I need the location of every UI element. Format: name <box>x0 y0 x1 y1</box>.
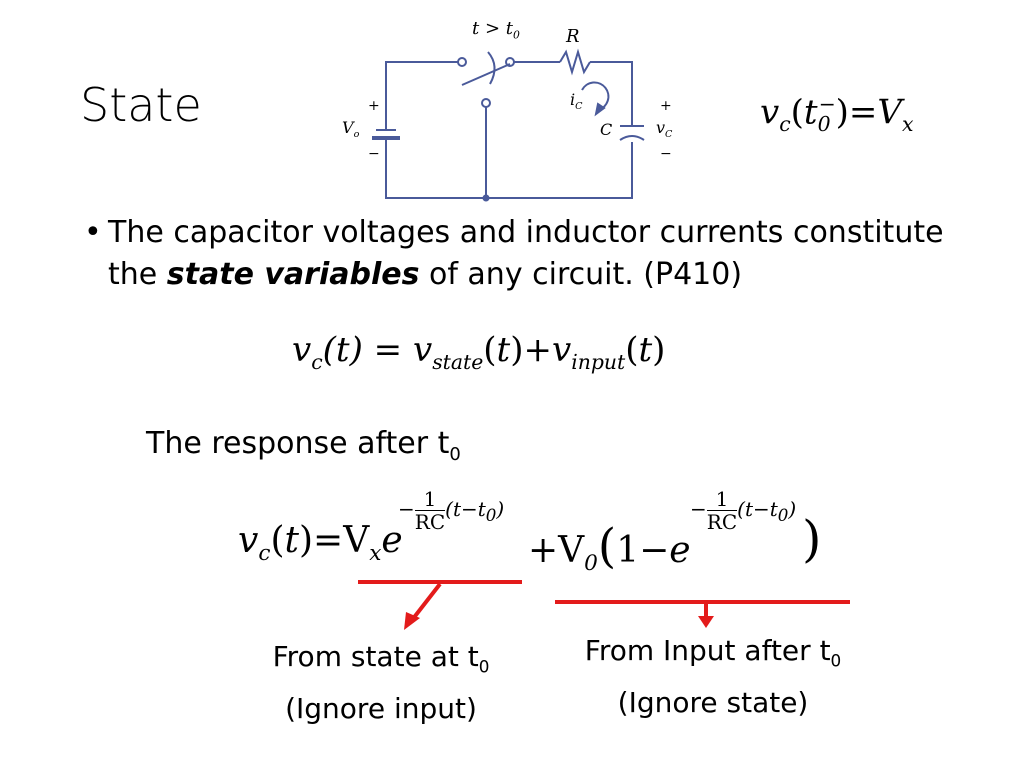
current-arrow <box>581 81 610 111</box>
annotation-input: From Input after t0 (Ignore state) <box>584 634 842 719</box>
full-response-equation-part2: +V0(1−e <box>528 520 691 577</box>
closing-paren: ) <box>802 510 822 568</box>
arrow-input-head <box>698 616 714 628</box>
arrow-state-shaft <box>410 582 442 622</box>
annotation-state: From state at t0 (Ignore input) <box>272 640 490 725</box>
source-plus: + <box>368 98 380 114</box>
source-label: Vo <box>342 118 360 141</box>
ground-node <box>482 194 490 202</box>
cap-minus: − <box>660 146 672 162</box>
current-arrow-head <box>594 102 606 117</box>
resistor-label: R <box>566 26 580 47</box>
cap-plus: + <box>660 98 672 114</box>
full-response-equation: vc(t)=Vxe <box>238 520 403 567</box>
initial-condition-equation: vc(t0−)=Vx <box>760 92 914 137</box>
switch-label: t > t0 <box>472 18 520 42</box>
source-minus: − <box>368 146 380 162</box>
slide-title: State <box>80 78 202 132</box>
switch-arm <box>461 63 511 86</box>
switch-arc <box>487 51 496 85</box>
capacitor-label: C <box>600 120 613 139</box>
switch-contact-left <box>457 57 467 67</box>
current-label: iC <box>570 90 583 113</box>
capacitor-plate-bottom <box>619 135 645 141</box>
wire-right-bottom <box>385 142 633 199</box>
wire-left-top <box>385 61 462 130</box>
resistor <box>559 48 591 76</box>
state-plus-input-equation: vc(t) = vstate(t)+vinput(t) <box>292 330 666 374</box>
bullet-marker: • <box>84 215 102 250</box>
response-label: The response after t0 <box>146 426 461 465</box>
arrow-state-head <box>404 612 420 630</box>
cap-voltage-label: vC <box>656 118 673 141</box>
wire-right <box>590 61 633 125</box>
bullet-text: The capacitor voltages and inductor curr… <box>108 215 944 292</box>
